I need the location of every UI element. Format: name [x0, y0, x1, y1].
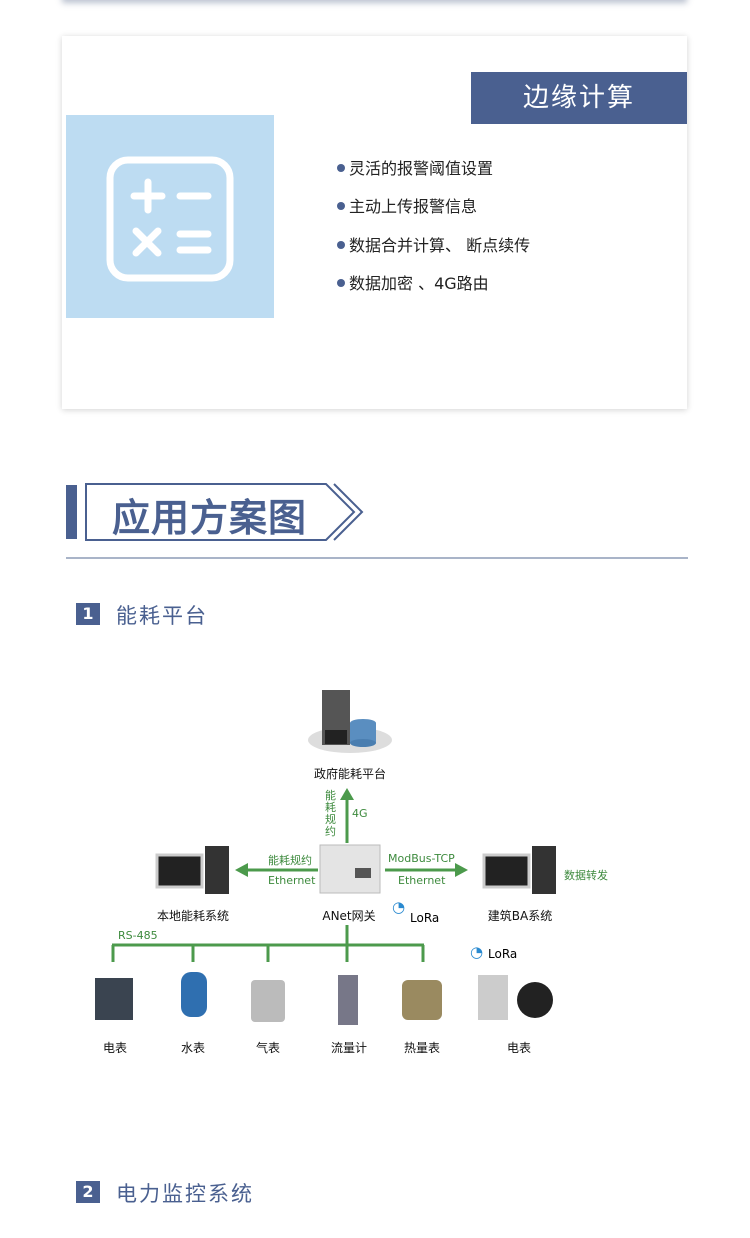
subsection-title: 电力监控系统 [116, 1182, 254, 1206]
subsection-number: 2 [76, 1181, 100, 1203]
wifi-signal-icon: ◔ [470, 943, 484, 961]
calculator-icon [66, 115, 274, 318]
section-title: 应用方案图 [112, 496, 308, 540]
feature-item: 数据加密 、4G路由 [337, 270, 489, 294]
divider [66, 557, 688, 559]
subsection-title: 能耗平台 [116, 604, 208, 628]
gov-platform-label: 政府能耗平台 [313, 767, 387, 781]
lora-label: LoRa [488, 947, 518, 961]
left-protocol-label: 能耗规约 [268, 854, 312, 867]
right-protocol-label: ModBus-TCP [388, 852, 455, 865]
subsection-number: 1 [76, 603, 100, 625]
bus-label: RS-485 [118, 929, 158, 942]
feature-item: 数据合并计算、 断点续传 [337, 232, 530, 256]
gateway-label: ANet网关 [322, 909, 376, 923]
card-title: 边缘计算 [471, 72, 687, 124]
feature-item: 灵活的报警阈值设置 [337, 155, 493, 179]
device-label: 流量计 [330, 1041, 368, 1055]
title-accent-bar [66, 485, 77, 539]
title-frame [85, 483, 364, 541]
wifi-signal-icon: ◔ [392, 898, 406, 916]
device-label: 水表 [180, 1041, 206, 1055]
device-label: 电表 [506, 1041, 532, 1055]
device-label: 气表 [255, 1041, 281, 1055]
up-link-label: 4G [352, 807, 368, 820]
left-link-label: Ethernet [268, 874, 316, 887]
ba-system-label: 建筑BA系统 [487, 909, 553, 923]
local-system-label: 本地能耗系统 [156, 909, 230, 923]
lora-label: LoRa [410, 911, 440, 925]
forward-label: 数据转发 [564, 869, 608, 882]
right-link-label: Ethernet [398, 874, 446, 887]
feature-item: 主动上传报警信息 [337, 193, 477, 217]
device-label: 电表 [102, 1041, 128, 1055]
device-label: 热量表 [403, 1041, 441, 1055]
up-protocol-label: 能耗规约 [325, 789, 336, 838]
